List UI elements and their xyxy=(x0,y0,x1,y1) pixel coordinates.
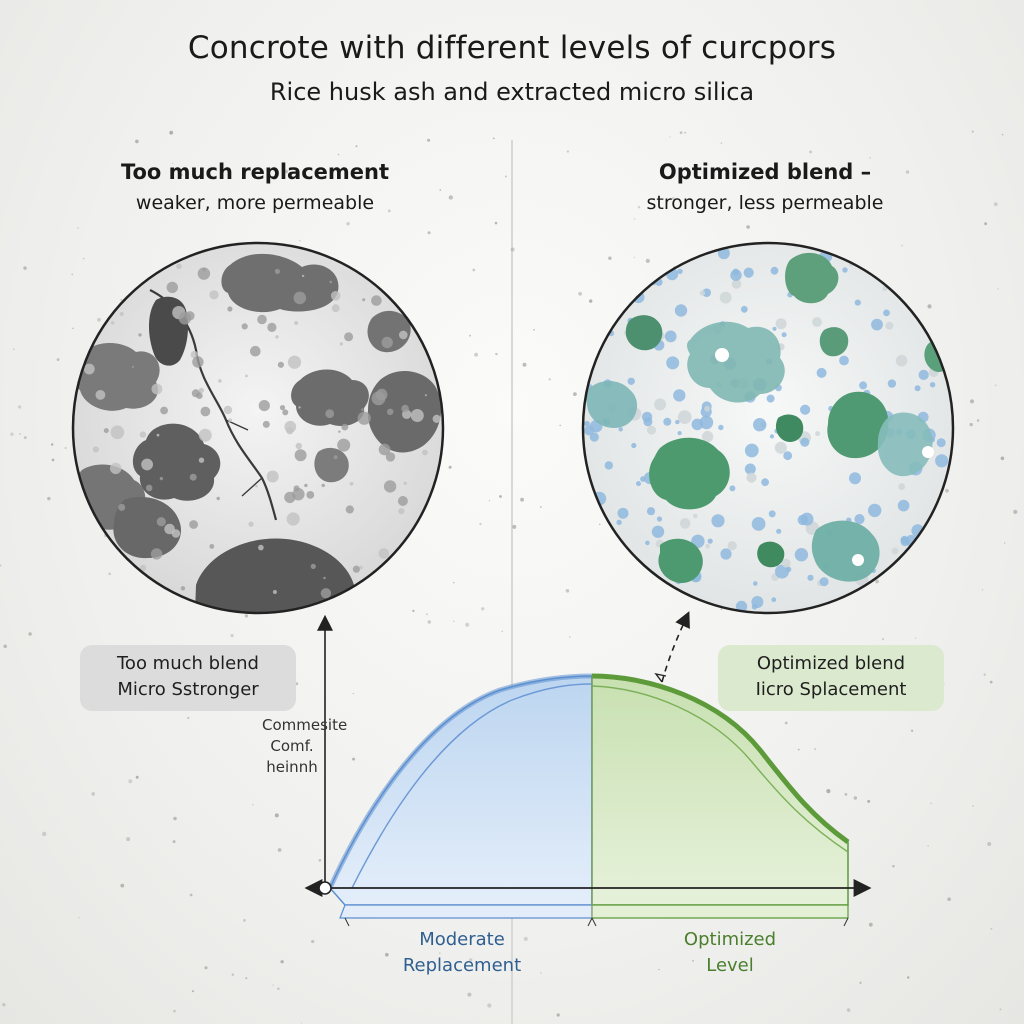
right-callout-tag: Optimized blend Iicro Splacement xyxy=(718,645,944,711)
y-label-line-1: Commesite xyxy=(262,716,348,734)
left-panel-heading: Too much replacement xyxy=(120,160,390,184)
left-panel-subheading: weaker, more permeable xyxy=(135,192,375,214)
right-panel-subheading: stronger, less permeable xyxy=(646,192,884,214)
y-axis-label: Commesite Comf. heinnh xyxy=(262,715,348,778)
subtitle: Rice husk ash and extracted micro silica xyxy=(269,78,755,106)
strength-curve xyxy=(327,673,850,919)
right-panel-heading: Optimized blend – xyxy=(658,160,872,184)
left-tag-line-2: Micro Sstronger xyxy=(117,679,259,700)
left-callout-tag: Too much blend Micro Sstronger xyxy=(80,645,296,711)
left-tag-line-1: Too much blend xyxy=(117,653,259,674)
x-caption-optimized-line-2: Level xyxy=(706,955,754,976)
main-title: Concrote with different levels of curcpo… xyxy=(187,30,837,66)
x-caption-moderate-line-2: Replacement xyxy=(402,955,522,976)
right-tag-line-2: Iicro Splacement xyxy=(755,679,907,700)
y-label-line-2: Comf. heinnh xyxy=(266,737,318,776)
right-micrograph xyxy=(581,241,955,615)
right-connector-arrow xyxy=(661,611,690,683)
right-panel-header: Optimized blend – stronger, less permeab… xyxy=(590,160,940,214)
axis-origin xyxy=(318,881,332,895)
x-caption-moderate: Moderate Replacement xyxy=(372,927,552,979)
left-micrograph xyxy=(71,241,445,615)
x-caption-optimized-line-1: Optimized xyxy=(683,929,777,950)
left-panel-header: Too much replacement weaker, more permea… xyxy=(80,160,430,214)
x-caption-moderate-line-1: Moderate xyxy=(419,929,505,950)
x-caption-optimized: Optimized Level xyxy=(640,927,820,979)
right-tag-line-1: Optimized blend xyxy=(756,653,906,674)
